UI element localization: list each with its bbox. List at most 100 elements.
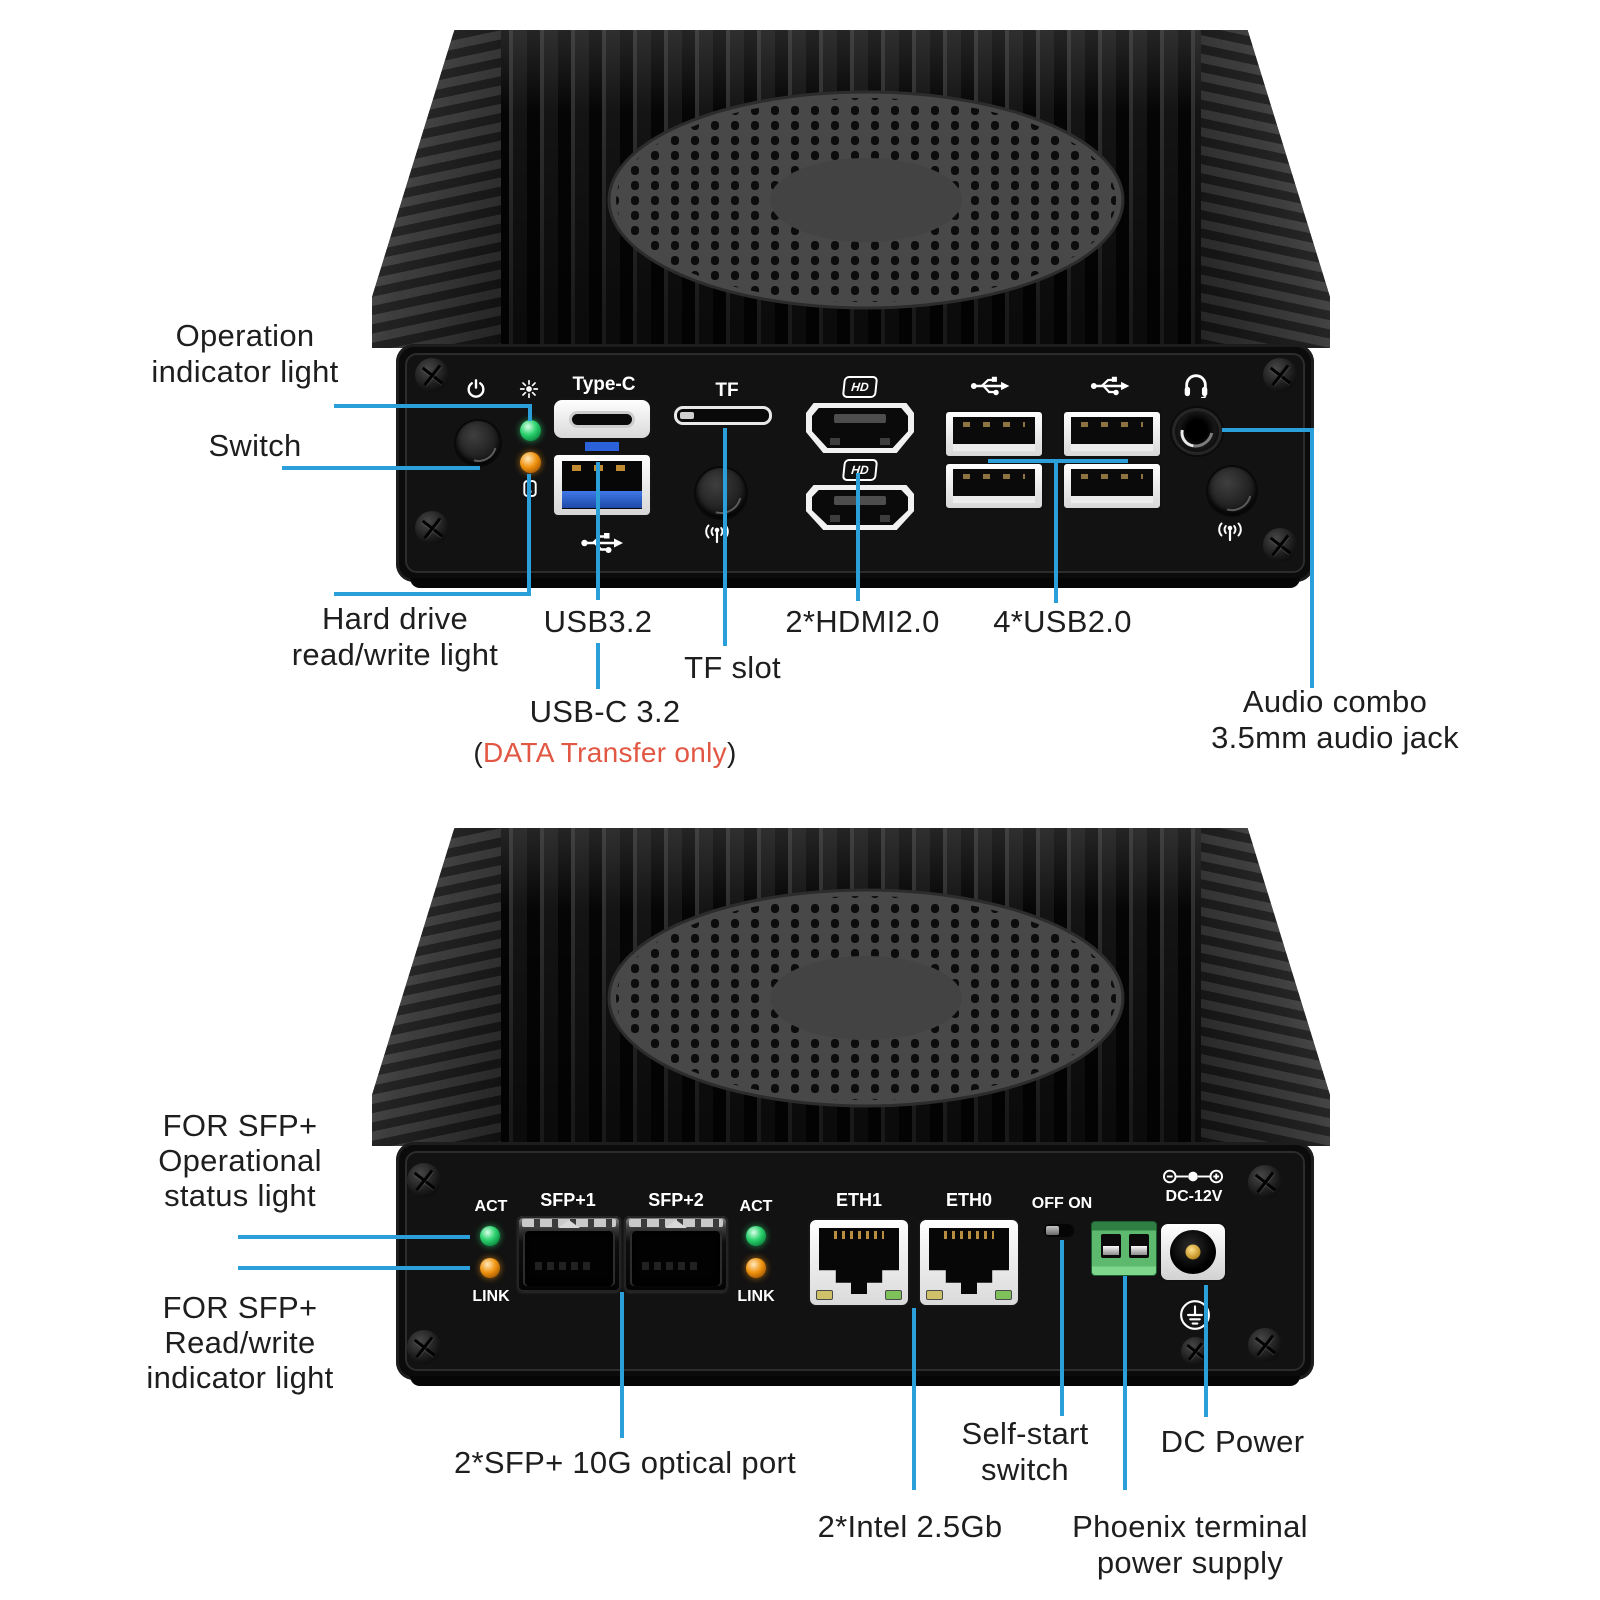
leader-line [282, 466, 480, 470]
operation-led [520, 420, 541, 441]
usb3-blue-tab [585, 442, 619, 451]
callout-phoenix: Phoenix terminal power supply [1040, 1509, 1340, 1581]
sfp-mark [535, 1262, 595, 1270]
dc-power-jack [1159, 1222, 1227, 1282]
usb2-port [1062, 410, 1162, 458]
callout-line: read/write light [291, 637, 499, 672]
eth1-port [808, 1218, 910, 1307]
rj45-pins [944, 1231, 994, 1239]
screw [415, 358, 449, 392]
phoenix-hole [1129, 1234, 1149, 1258]
screw [407, 1163, 441, 1197]
tf-slot-port [674, 406, 772, 425]
usb2-port [944, 410, 1044, 458]
callout-line: indicator light [151, 354, 339, 389]
rj45-led [885, 1290, 902, 1300]
usb2-cavity [953, 469, 1035, 496]
callout-switch: Switch [208, 428, 302, 463]
leader-line [1060, 1240, 1064, 1416]
hdd-led [520, 452, 541, 473]
sfp-act-led [480, 1226, 500, 1246]
screw [1263, 528, 1297, 562]
hdmi-foot [829, 515, 840, 522]
leader-line [1123, 1276, 1127, 1490]
callout-line: switch [981, 1452, 1069, 1487]
brightness-icon [519, 379, 539, 399]
leader-line [334, 592, 531, 596]
sfp-act-led [746, 1226, 766, 1246]
screw [1248, 1165, 1282, 1199]
leader-line [527, 474, 531, 596]
callout-line: power supply [1096, 1545, 1284, 1580]
fan-grille [607, 888, 1125, 1108]
phoenix-hole [1101, 1234, 1121, 1258]
self-start-toggle [1044, 1224, 1074, 1237]
sfp1-label: SFP+1 [540, 1190, 596, 1210]
usb2-shelf [953, 444, 1035, 451]
act-label: ACT [739, 1198, 773, 1215]
callout-intel: 2*Intel 2.5Gb [817, 1509, 1003, 1544]
heatsink-left-slab [372, 30, 502, 348]
hdmi1-port [806, 403, 914, 453]
usb2-pins [963, 474, 1025, 479]
hd-icon: HD [841, 459, 879, 481]
hdmi-foot [829, 438, 840, 445]
callout-line: 3.5mm audio jack [1211, 720, 1459, 755]
usb-icon [970, 376, 1010, 396]
heatsink-left-slab [372, 828, 502, 1146]
usb2-cavity [953, 417, 1035, 444]
callout-usb20: 4*USB2.0 [993, 604, 1132, 639]
callout-line: FOR SFP+ [162, 1290, 318, 1325]
usb2-port [944, 462, 1044, 510]
leader-line [620, 1292, 624, 1438]
act-label: ACT [474, 1198, 508, 1215]
usb2-shelf [1071, 444, 1153, 451]
callout-usb-c: USB-C 3.2 [529, 694, 681, 729]
leader-line [1222, 428, 1314, 432]
off-on-label: OFF ON [1031, 1195, 1093, 1212]
callout-line: Hard drive [322, 601, 468, 636]
leader-line [856, 473, 860, 601]
usb2-port [1062, 462, 1162, 510]
usb3-pins [572, 465, 632, 471]
eth0-port [918, 1218, 1020, 1307]
callout-line: Self-start [961, 1416, 1089, 1451]
dc-jack-pin [1185, 1244, 1201, 1260]
usb-c-port [552, 398, 652, 440]
heatsink-right-slab [1200, 828, 1330, 1146]
sfp-mark [642, 1262, 702, 1270]
ground-icon [1180, 1300, 1210, 1330]
heatsink-right-slab [1200, 30, 1330, 348]
rj45-pins [834, 1231, 884, 1239]
phoenix-terminal [1091, 1221, 1157, 1276]
link-label: LINK [472, 1288, 510, 1305]
callout-audio: Audio combo 3.5mm audio jack [1175, 684, 1495, 756]
front-base [410, 578, 1300, 588]
rear-base [410, 1376, 1300, 1386]
tf-port-label: TF [715, 380, 739, 401]
sfp2-label: SFP+2 [648, 1190, 704, 1210]
leader-line [988, 459, 1128, 463]
leader-line [1204, 1285, 1208, 1417]
usb2-pins [1081, 422, 1143, 427]
usb2-cavity [1071, 417, 1153, 444]
screw [415, 511, 449, 545]
antenna-icon [705, 524, 729, 544]
leader-line [1310, 428, 1314, 688]
note-paren: ( [473, 737, 483, 768]
power-icon [467, 379, 485, 398]
callout-line: Read/write [164, 1325, 316, 1360]
dc12v-label: DC-12V [1165, 1188, 1223, 1205]
rj45-led [995, 1290, 1012, 1300]
power-button [456, 421, 500, 465]
usb2-cavity [1071, 469, 1153, 496]
fan-grille [607, 90, 1125, 310]
leader-line [596, 643, 600, 689]
screw [1248, 1328, 1282, 1362]
hdmi-foot [880, 438, 891, 445]
usb-icon [581, 533, 623, 553]
sfp-cavity [630, 1231, 722, 1286]
hdmi2-port [806, 485, 914, 530]
eth1-label: ETH1 [835, 1190, 882, 1210]
callout-line: Operational [158, 1143, 322, 1178]
